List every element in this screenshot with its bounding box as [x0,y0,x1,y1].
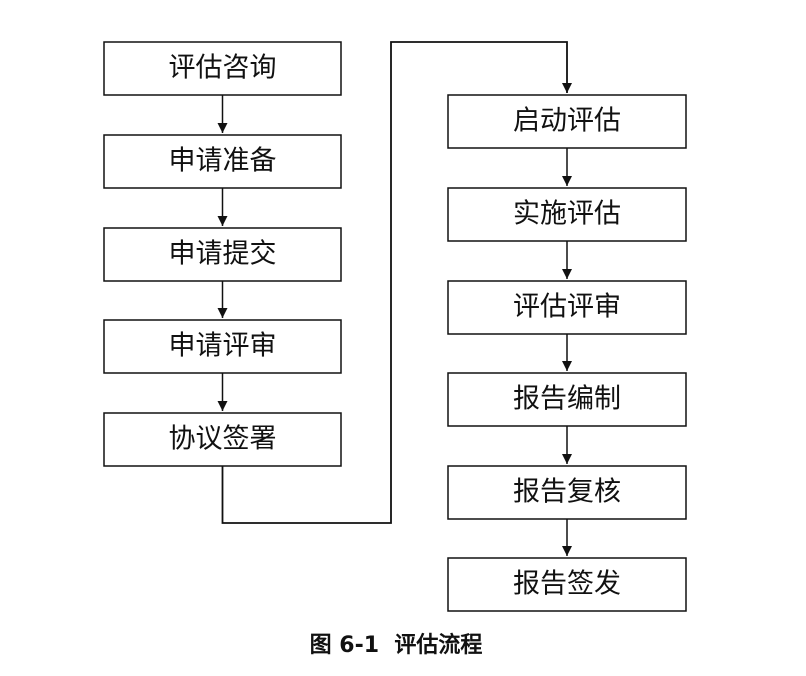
right-step-1-label: 启动评估 [513,106,621,137]
right-step-6-label: 报告签发 [513,569,621,600]
left-step-3-label: 申请提交 [169,239,277,270]
left-step-4: 申请评审 [103,319,342,374]
right-step-1: 启动评估 [447,94,687,149]
figure-caption: 图 6-1 评估流程 [310,632,483,658]
connector-left-to-right [221,41,572,524]
right-step-3: 评估评审 [447,280,687,335]
left-step-1-label: 评估咨询 [169,53,277,84]
right-step-5: 报告复核 [447,465,687,520]
right-step-4-label: 报告编制 [513,384,621,415]
left-step-2: 申请准备 [103,134,342,189]
right-step-6: 报告签发 [447,557,687,612]
right-step-2: 实施评估 [447,187,687,242]
right-step-4: 报告编制 [447,372,687,427]
left-step-5-label: 协议签署 [169,424,277,455]
left-step-1: 评估咨询 [103,41,342,96]
left-step-2-label: 申请准备 [169,146,277,177]
left-step-4-label: 申请评审 [169,331,277,362]
right-step-3-label: 评估评审 [513,292,621,323]
left-step-3: 申请提交 [103,227,342,282]
right-step-5-label: 报告复核 [513,477,621,508]
left-step-5: 协议签署 [103,412,342,467]
right-step-2-label: 实施评估 [513,199,621,230]
